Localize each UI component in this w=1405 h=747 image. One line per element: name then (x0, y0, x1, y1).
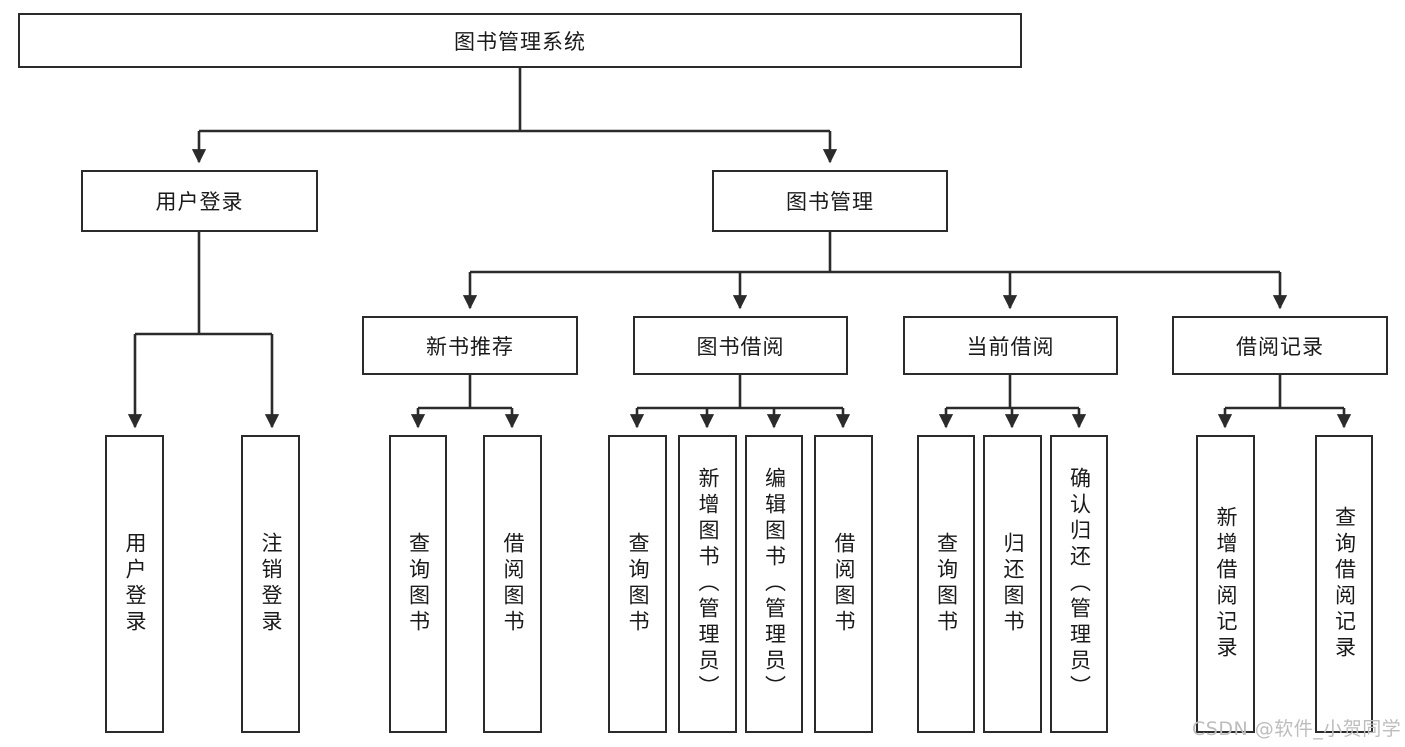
node-leaf-1-label: 用户登录 (123, 532, 147, 636)
node-leaf-7[interactable]: 编辑图书（管理员） (745, 435, 803, 733)
node-leaf-9[interactable]: 查询图书 (917, 435, 975, 733)
node-level3-3[interactable]: 当前借阅 (903, 316, 1118, 375)
node-level3-2[interactable]: 图书借阅 (633, 316, 848, 375)
node-root-label: 图书管理系统 (454, 29, 586, 54)
node-leaf-4[interactable]: 借阅图书 (483, 435, 542, 733)
node-leaf-6-label: 新增图书（管理员） (696, 467, 720, 701)
node-leaf-13-label: 查询借阅记录 (1332, 506, 1357, 662)
node-level2-1[interactable]: 用户登录 (81, 170, 318, 232)
node-leaf-3[interactable]: 查询图书 (389, 435, 447, 733)
node-level3-3-label: 当前借阅 (966, 334, 1055, 359)
node-level3-2-label: 图书借阅 (696, 334, 785, 359)
node-leaf-11[interactable]: 确认归还（管理员） (1050, 435, 1108, 733)
node-leaf-4-label: 借阅图书 (501, 532, 525, 636)
node-leaf-10[interactable]: 归还图书 (983, 435, 1042, 733)
node-level3-4-label: 借阅记录 (1236, 334, 1324, 359)
node-leaf-12[interactable]: 新增借阅记录 (1196, 435, 1255, 733)
node-level3-4[interactable]: 借阅记录 (1172, 316, 1388, 375)
node-level2-2-label: 图书管理 (786, 190, 874, 214)
node-root[interactable]: 图书管理系统 (18, 13, 1022, 68)
node-leaf-2[interactable]: 注销登录 (241, 435, 300, 733)
node-leaf-3-label: 查询图书 (406, 532, 431, 636)
node-leaf-6[interactable]: 新增图书（管理员） (678, 435, 737, 733)
node-level2-1-label: 用户登录 (155, 190, 244, 214)
node-level3-1[interactable]: 新书推荐 (362, 316, 578, 375)
node-leaf-1[interactable]: 用户登录 (105, 435, 164, 733)
node-leaf-10-label: 归还图书 (1001, 532, 1025, 636)
node-leaf-5-label: 查询图书 (626, 532, 650, 636)
node-level2-2[interactable]: 图书管理 (712, 170, 948, 232)
node-leaf-8[interactable]: 借阅图书 (814, 435, 873, 733)
node-level3-1-label: 新书推荐 (426, 334, 514, 359)
node-leaf-8-label: 借阅图书 (832, 532, 856, 636)
node-leaf-12-label: 新增借阅记录 (1214, 506, 1238, 662)
node-leaf-2-label: 注销登录 (259, 532, 283, 636)
node-leaf-11-label: 确认归还（管理员） (1067, 467, 1092, 701)
node-leaf-7-label: 编辑图书（管理员） (762, 467, 787, 701)
node-leaf-5[interactable]: 查询图书 (608, 435, 667, 733)
node-leaf-13[interactable]: 查询借阅记录 (1315, 435, 1373, 733)
node-leaf-9-label: 查询图书 (934, 532, 959, 636)
